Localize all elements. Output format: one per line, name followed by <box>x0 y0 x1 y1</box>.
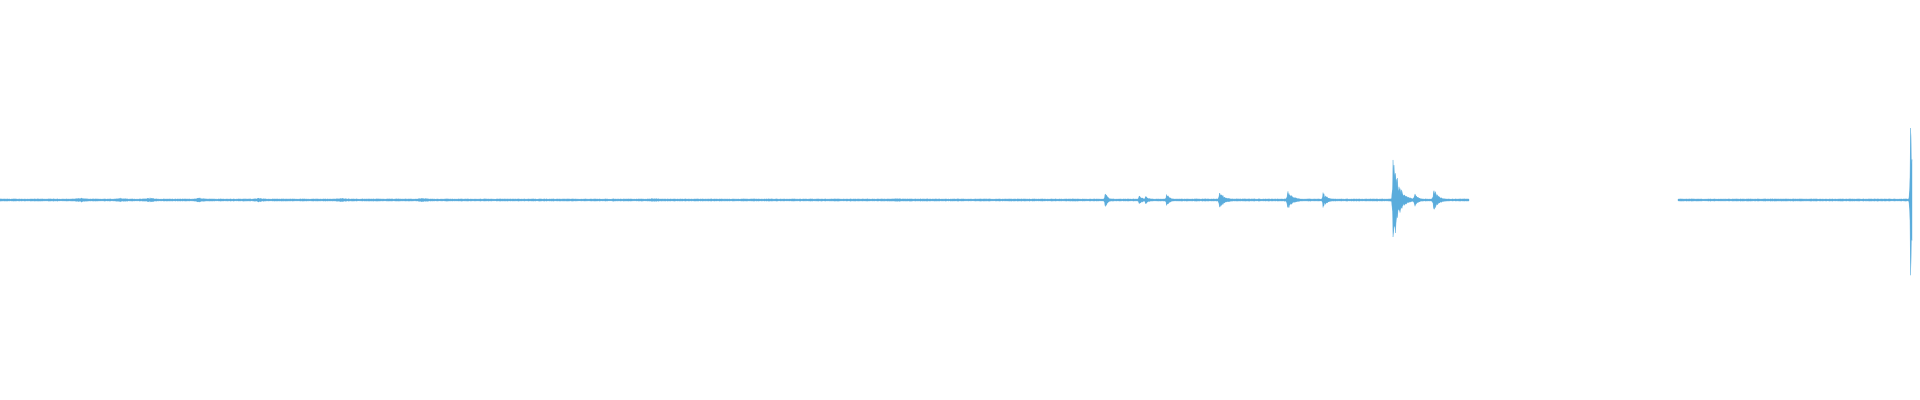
waveform-region-1 <box>0 159 1470 238</box>
waveform-region-2 <box>1677 127 1913 276</box>
